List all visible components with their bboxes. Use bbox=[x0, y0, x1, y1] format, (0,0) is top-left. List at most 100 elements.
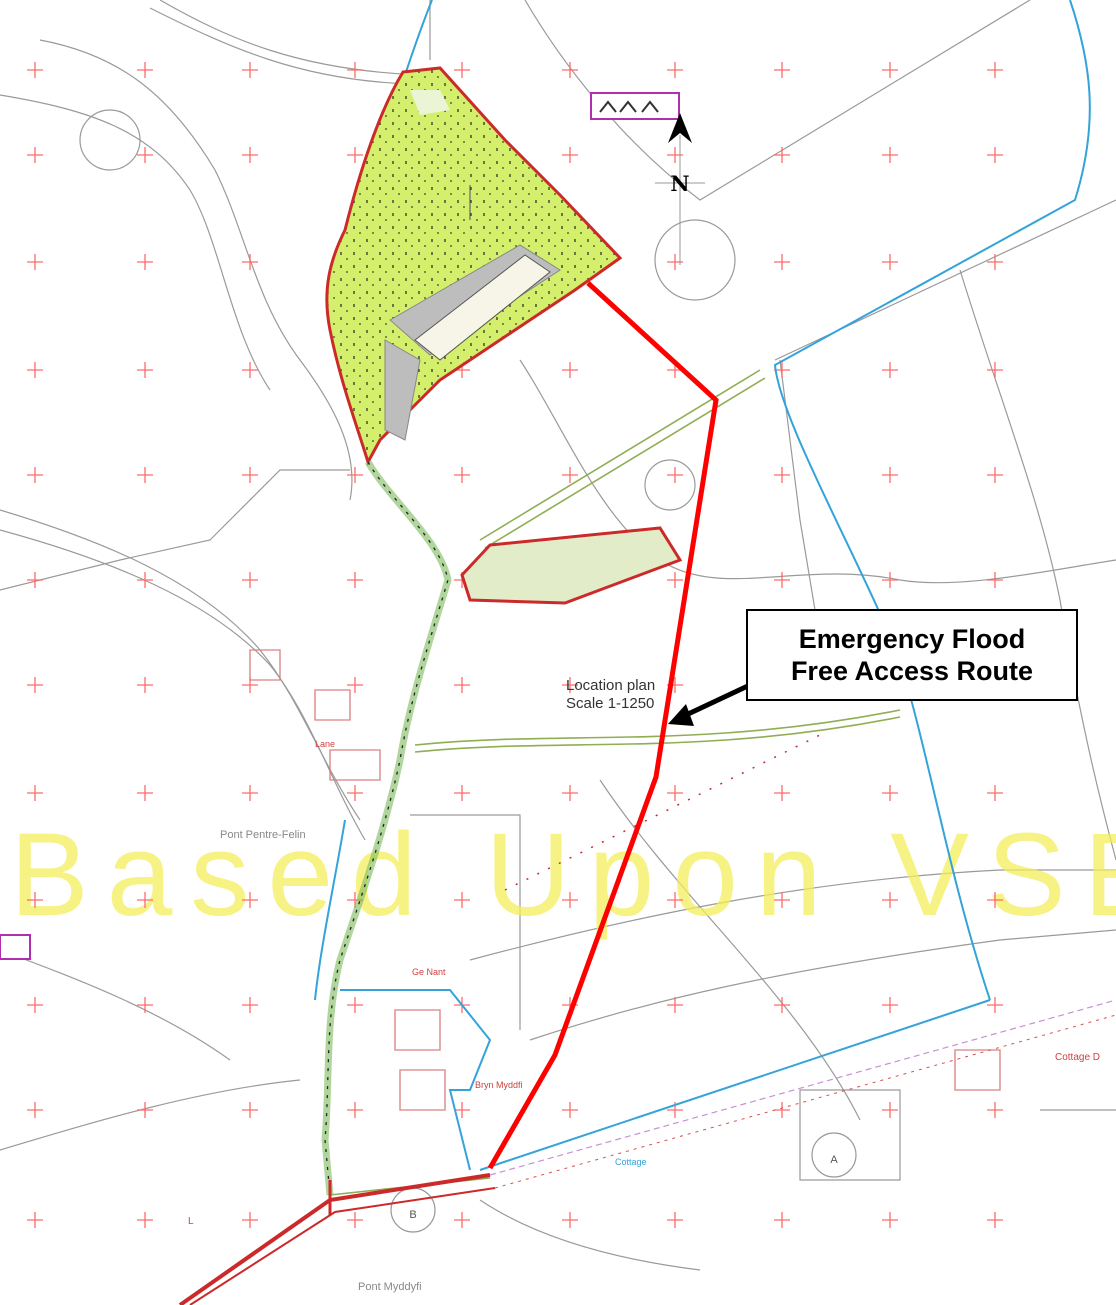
place-label-minor-4: Lane bbox=[315, 739, 335, 749]
grid-cross bbox=[774, 892, 790, 908]
grid-cross bbox=[774, 147, 790, 163]
grid-cross bbox=[242, 147, 258, 163]
grid-cross bbox=[347, 572, 363, 588]
grid-cross bbox=[454, 892, 470, 908]
grid-cross bbox=[454, 1102, 470, 1118]
grid-cross bbox=[137, 572, 153, 588]
grid-cross bbox=[137, 467, 153, 483]
grid-cross bbox=[562, 785, 578, 801]
grid-cross bbox=[27, 677, 43, 693]
grid-cross bbox=[882, 362, 898, 378]
grid-cross bbox=[27, 1102, 43, 1118]
marker-b-label: B bbox=[409, 1209, 416, 1221]
grid-cross bbox=[667, 997, 683, 1013]
place-label-pentre: Pont Pentre-Felin bbox=[220, 829, 306, 841]
grid-cross bbox=[27, 254, 43, 270]
grid-cross bbox=[667, 62, 683, 78]
location-plan-scale: Scale 1-1250 bbox=[566, 695, 654, 712]
grid-cross bbox=[774, 254, 790, 270]
tracks bbox=[329, 369, 901, 1196]
grid-cross bbox=[137, 785, 153, 801]
emergency-flood-route bbox=[487, 281, 719, 1170]
grid-cross bbox=[882, 997, 898, 1013]
grid-cross bbox=[347, 997, 363, 1013]
grid-cross bbox=[242, 254, 258, 270]
base-linework bbox=[0, 0, 1116, 1271]
callout-arrow bbox=[668, 681, 754, 726]
place-label-minor-3: Cottage bbox=[615, 1157, 647, 1167]
grid-cross bbox=[27, 62, 43, 78]
grid-cross bbox=[137, 1102, 153, 1118]
grid-cross bbox=[667, 1212, 683, 1228]
grid-cross bbox=[562, 677, 578, 693]
grid-cross bbox=[562, 62, 578, 78]
grid-cross bbox=[987, 1102, 1003, 1118]
grid-cross bbox=[667, 147, 683, 163]
place-label-left: L bbox=[188, 1216, 194, 1227]
grid-cross bbox=[667, 892, 683, 908]
callout-line-1: Emergency Flood bbox=[798, 624, 1026, 654]
place-label-minor-1: Ge Nant bbox=[412, 967, 446, 977]
grid-cross bbox=[242, 467, 258, 483]
grid-cross bbox=[882, 572, 898, 588]
grid-cross bbox=[774, 362, 790, 378]
grid-cross bbox=[882, 147, 898, 163]
grid-cross bbox=[774, 62, 790, 78]
grid-cross bbox=[562, 362, 578, 378]
grid-cross bbox=[774, 1212, 790, 1228]
grid-cross bbox=[347, 467, 363, 483]
grid-cross bbox=[242, 1102, 258, 1118]
map-labels: Location plan Scale 1-1250 Pont Pentre-F… bbox=[188, 677, 1100, 1293]
grid-cross bbox=[242, 892, 258, 908]
grid-cross bbox=[562, 892, 578, 908]
grid-cross bbox=[242, 572, 258, 588]
grid-cross bbox=[667, 467, 683, 483]
grid-cross bbox=[137, 997, 153, 1013]
grid-cross bbox=[242, 997, 258, 1013]
grid-cross bbox=[882, 1102, 898, 1118]
streams bbox=[314, 0, 1091, 1171]
grid-cross bbox=[137, 892, 153, 908]
grid-cross bbox=[987, 892, 1003, 908]
grid-cross bbox=[347, 785, 363, 801]
north-label: N bbox=[670, 171, 689, 196]
callout-line-2: Free Access Route bbox=[790, 656, 1034, 686]
grid-cross bbox=[987, 62, 1003, 78]
grid-cross bbox=[27, 467, 43, 483]
place-label-right: Cottage D bbox=[1055, 1052, 1100, 1063]
grid-cross bbox=[27, 1212, 43, 1228]
grid-cross bbox=[137, 1212, 153, 1228]
grid-cross bbox=[562, 147, 578, 163]
grid-cross bbox=[347, 1102, 363, 1118]
grid-cross bbox=[242, 785, 258, 801]
grid-cross bbox=[882, 785, 898, 801]
grid-cross bbox=[562, 1102, 578, 1118]
access-corridor bbox=[321, 460, 452, 1196]
grid-cross bbox=[987, 785, 1003, 801]
grid-cross bbox=[774, 997, 790, 1013]
grid-cross bbox=[27, 362, 43, 378]
grid-cross bbox=[347, 147, 363, 163]
grid-cross bbox=[987, 147, 1003, 163]
grid-cross bbox=[882, 1212, 898, 1228]
grid-cross bbox=[347, 62, 363, 78]
grid-cross bbox=[562, 467, 578, 483]
grid-cross bbox=[987, 997, 1003, 1013]
grid-cross bbox=[27, 785, 43, 801]
grid-cross bbox=[454, 467, 470, 483]
grid-cross bbox=[137, 362, 153, 378]
grid-cross bbox=[454, 677, 470, 693]
grid-cross bbox=[27, 572, 43, 588]
grid-cross bbox=[454, 62, 470, 78]
grid-cross bbox=[774, 467, 790, 483]
grid-cross bbox=[562, 1212, 578, 1228]
grid-cross bbox=[987, 467, 1003, 483]
grid-cross bbox=[137, 62, 153, 78]
grid-cross bbox=[27, 997, 43, 1013]
grid-cross bbox=[137, 254, 153, 270]
grid-cross bbox=[242, 362, 258, 378]
buildings bbox=[249, 649, 1001, 1111]
grid-cross bbox=[27, 892, 43, 908]
grid-cross bbox=[454, 785, 470, 801]
